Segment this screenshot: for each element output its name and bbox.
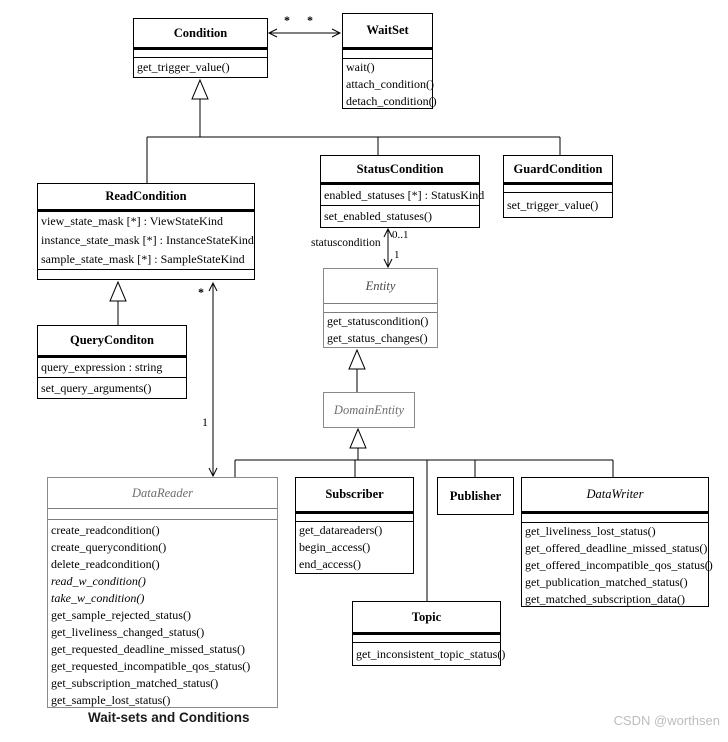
class-guardcondition-box: GuardCondition set_trigger_value() bbox=[503, 155, 613, 218]
uml-operation: get_requested_deadline_missed_status() bbox=[51, 642, 245, 656]
class-title: GuardCondition bbox=[513, 161, 603, 176]
class-title: Entity bbox=[365, 278, 396, 293]
class-title: Subscriber bbox=[325, 487, 384, 501]
class-title: Topic bbox=[411, 609, 442, 624]
watermark: CSDN @worthsen bbox=[613, 713, 720, 728]
uml-operation: attach_condition() bbox=[346, 77, 434, 91]
uml-attribute: query_expression : string bbox=[41, 360, 163, 374]
class-publisher-box: Publisher bbox=[437, 477, 514, 515]
uml-operation: get_liveliness_changed_status() bbox=[51, 625, 205, 639]
attribute-compartment-empty bbox=[324, 303, 437, 313]
class-condition-box: Condition get_trigger_value() bbox=[133, 18, 268, 78]
uml-operation: wait() bbox=[346, 60, 375, 74]
uml-operation: begin_access() bbox=[299, 540, 371, 554]
class-waitset-box: WaitSet wait() attach_condition() detach… bbox=[342, 13, 437, 109]
class-title: QueryConditon bbox=[69, 333, 155, 347]
class-domainentity-box: DomainEntity bbox=[323, 392, 415, 428]
uml-attribute: instance_state_mask [*] : InstanceStateK… bbox=[41, 233, 254, 247]
uml-operation: get_statuscondition() bbox=[327, 314, 429, 328]
multiplicity-label: * bbox=[307, 13, 313, 27]
class-title: StatusCondition bbox=[356, 161, 444, 176]
class-title: Condition bbox=[173, 25, 228, 40]
class-title: DomainEntity bbox=[333, 402, 405, 417]
attribute-compartment-empty bbox=[522, 511, 708, 523]
figure-caption: Wait-sets and Conditions bbox=[88, 710, 250, 725]
attribute-compartment-empty bbox=[48, 508, 277, 520]
uml-operation: get_offered_deadline_missed_status() bbox=[525, 541, 708, 555]
uml-operation: end_access() bbox=[299, 557, 361, 571]
uml-operation: get_trigger_value() bbox=[137, 60, 230, 74]
uml-operation: get_sample_lost_status() bbox=[51, 693, 171, 707]
uml-operation: get_matched_subscription_data() bbox=[525, 592, 685, 606]
uml-operation: detach_condition() bbox=[346, 94, 437, 108]
class-readcondition-box: ReadCondition view_state_mask [*] : View… bbox=[37, 183, 255, 280]
multiplicity-label: 1 bbox=[394, 249, 400, 261]
class-subscriber-box: Subscriber get_datareaders() begin_acces… bbox=[295, 477, 414, 574]
class-querycondition-box: QueryConditon query_expression : string … bbox=[37, 325, 187, 399]
uml-operation: set_trigger_value() bbox=[507, 197, 599, 212]
uml-operation: get_requested_incompatible_qos_status() bbox=[51, 659, 251, 673]
uml-operation: read_w_condition() bbox=[51, 574, 146, 588]
uml-operation: get_publication_matched_status() bbox=[525, 575, 688, 589]
multiplicity-label: 0..1 bbox=[392, 229, 409, 241]
uml-operation: set_query_arguments() bbox=[41, 380, 152, 395]
class-datareader-box: DataReader create_readcondition() create… bbox=[47, 477, 278, 708]
class-title: WaitSet bbox=[366, 23, 409, 37]
class-entity-box: Entity get_statuscondition() get_status_… bbox=[323, 268, 438, 348]
multiplicity-label: * bbox=[198, 285, 204, 299]
class-title: ReadCondition bbox=[105, 189, 187, 203]
attribute-compartment-empty bbox=[134, 47, 267, 58]
uml-operation: create_readcondition() bbox=[51, 523, 160, 537]
association-role-label: statuscondition bbox=[311, 237, 381, 249]
operation-compartment-empty bbox=[38, 270, 254, 279]
attribute-compartment-empty bbox=[504, 182, 612, 193]
uml-operation: get_status_changes() bbox=[327, 331, 428, 345]
uml-operation: create_querycondition() bbox=[51, 540, 167, 554]
attribute-compartment-empty bbox=[353, 632, 500, 643]
uml-operation: get_sample_rejected_status() bbox=[51, 608, 191, 622]
attribute-compartment-empty bbox=[343, 47, 432, 59]
class-datawriter-box: DataWriter get_liveliness_lost_status() … bbox=[521, 477, 713, 607]
uml-operation: delete_readcondition() bbox=[51, 557, 160, 571]
uml-operation: take_w_condition() bbox=[51, 591, 145, 605]
multiplicity-label: 1 bbox=[202, 415, 208, 429]
class-title: DataWriter bbox=[586, 487, 644, 501]
class-title: Publisher bbox=[449, 488, 502, 503]
class-topic-box: Topic get_inconsistent_topic_status() bbox=[352, 601, 506, 666]
uml-operation: get_datareaders() bbox=[299, 523, 383, 537]
uml-attribute: sample_state_mask [*] : SampleStateKind bbox=[41, 252, 245, 266]
class-statuscondition-box: StatusCondition enabled_statuses [*] : S… bbox=[320, 155, 485, 228]
uml-attribute: enabled_statuses [*] : StatusKind bbox=[324, 188, 485, 202]
uml-operation: get_liveliness_lost_status() bbox=[525, 524, 656, 538]
uml-operation: get_offered_incompatible_qos_status() bbox=[525, 558, 713, 572]
uml-attribute: view_state_mask [*] : ViewStateKind bbox=[41, 214, 224, 228]
uml-operation: get_inconsistent_topic_status() bbox=[356, 646, 506, 661]
attribute-compartment-empty bbox=[296, 511, 413, 522]
uml-operation: set_enabled_statuses() bbox=[324, 209, 432, 223]
multiplicity-label: * bbox=[284, 13, 290, 27]
uml-operation: get_subscription_matched_status() bbox=[51, 676, 219, 690]
class-title: DataReader bbox=[131, 485, 194, 500]
